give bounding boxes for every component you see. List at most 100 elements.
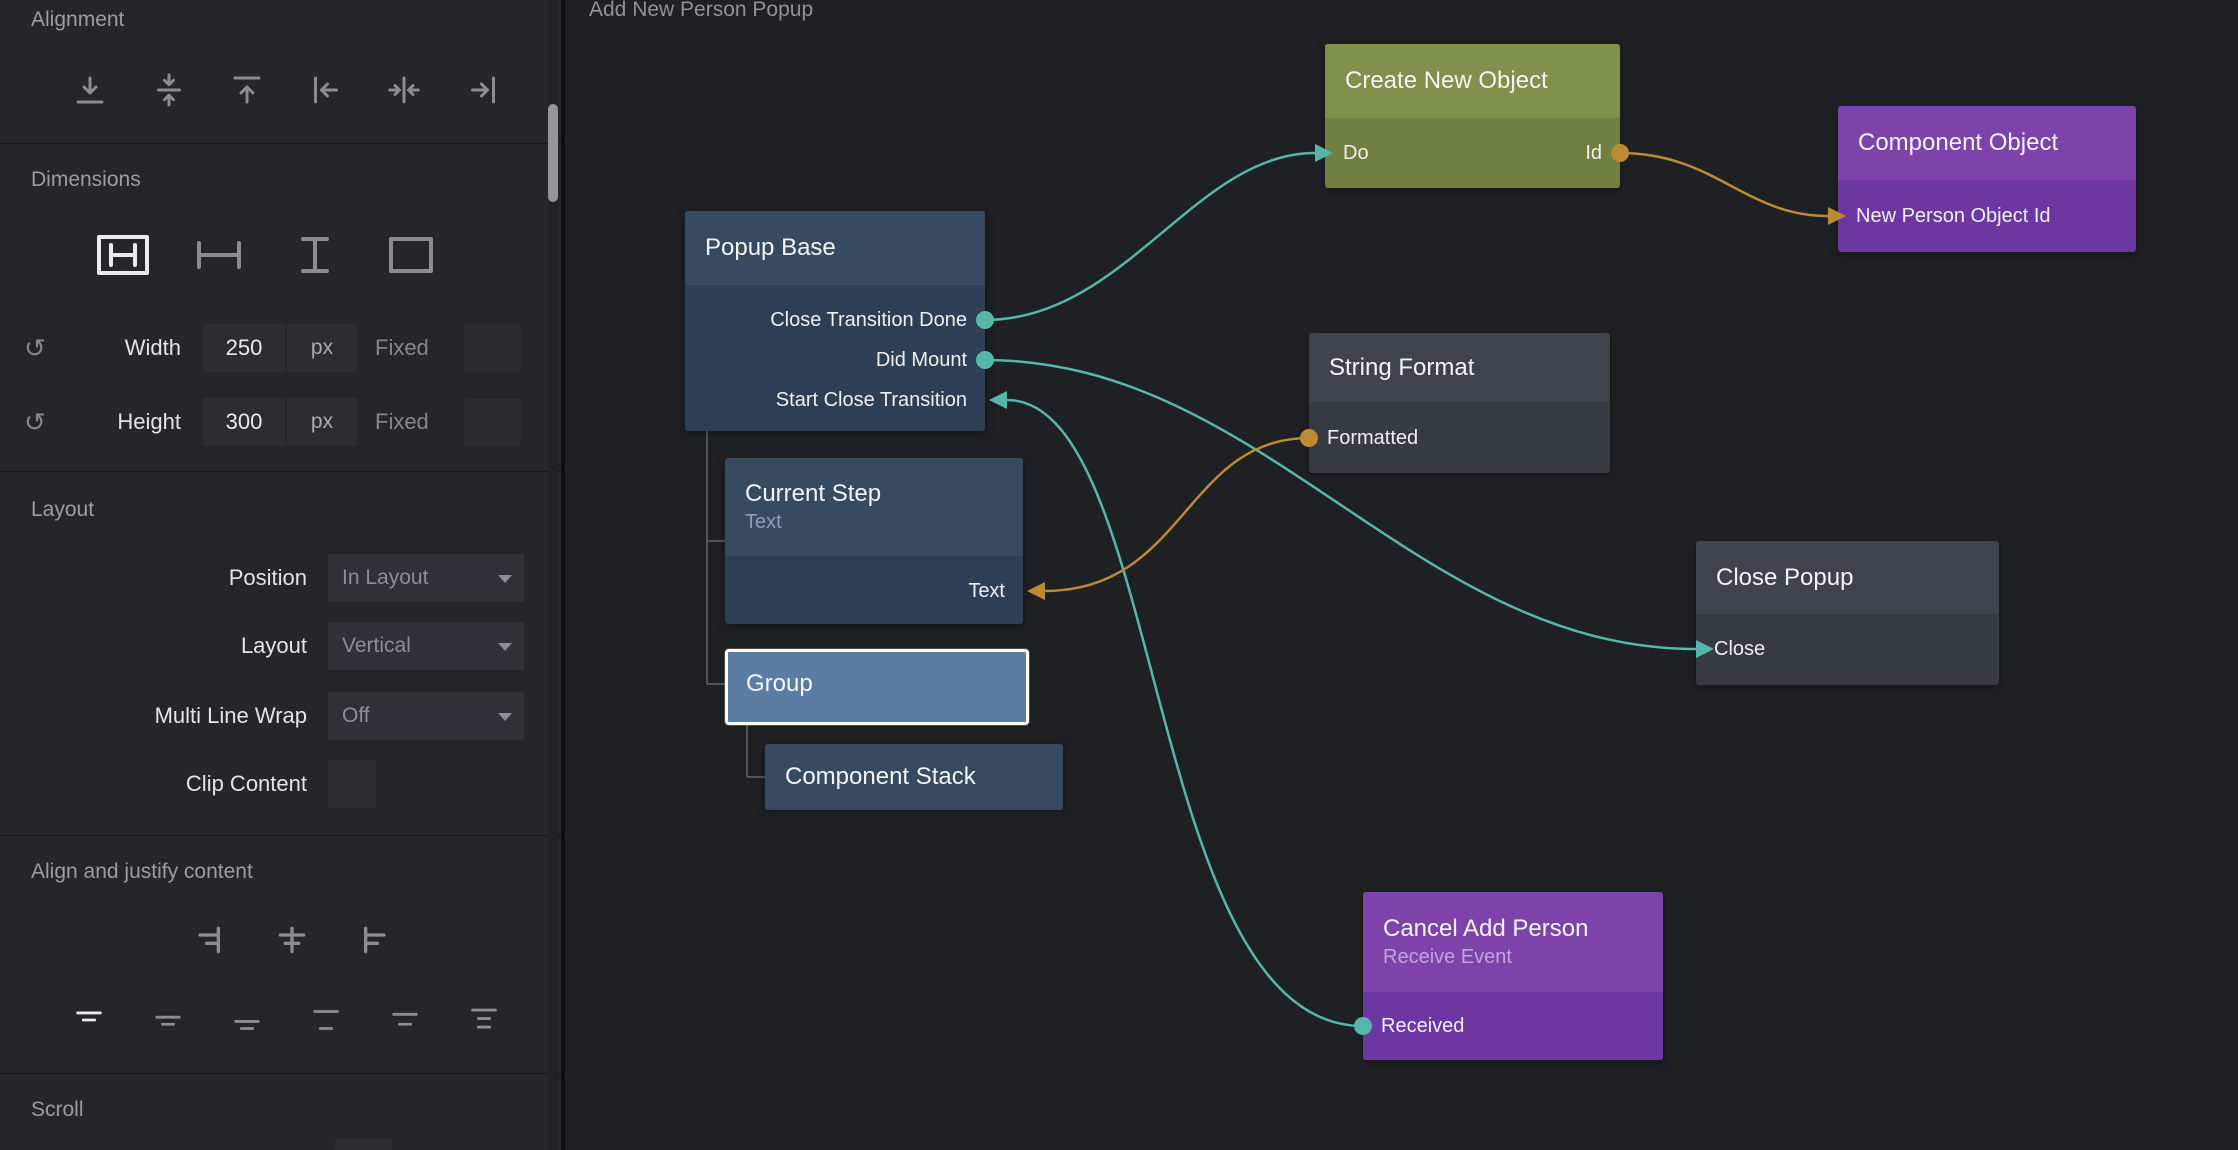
align-content-start-icon[interactable]: [72, 1003, 106, 1037]
align-content-end-icon[interactable]: [230, 1003, 264, 1037]
clip-content-label: Clip Content: [185, 771, 307, 796]
reset-height-icon[interactable]: ↺: [24, 407, 46, 437]
align-top-icon[interactable]: [229, 72, 265, 108]
wire-received-to-start-close-transition: [1006, 398, 1364, 1028]
reset-width-icon[interactable]: ↺: [24, 333, 46, 363]
scroll-enabled-checkbox[interactable]: [335, 1139, 392, 1150]
section-title-layout: Layout: [31, 498, 95, 521]
height-extra-box[interactable]: [464, 398, 521, 446]
clip-content-row: Clip Content: [0, 760, 547, 808]
size-mode-width-icon[interactable]: [188, 231, 250, 279]
align-content-center-icon[interactable]: [151, 1003, 185, 1037]
port-received[interactable]: Received: [1381, 1015, 1465, 1037]
port-text[interactable]: Text: [968, 580, 1005, 602]
divider: [0, 1073, 561, 1074]
height-row: ↺ Height 300 px Fixed: [0, 398, 547, 446]
justify-end-icon[interactable]: [190, 920, 230, 960]
node-component-stack[interactable]: Component Stack: [765, 744, 1063, 810]
clip-content-checkbox[interactable]: [328, 760, 376, 808]
multi-line-wrap-value: Off: [342, 704, 370, 727]
width-unit-select[interactable]: px: [287, 324, 357, 372]
node-graph-canvas[interactable]: Add New Person Popup Create New Object D…: [565, 0, 2238, 1150]
node-title: Cancel Add Person Receive Event: [1363, 892, 1663, 992]
height-mode-select[interactable]: Fixed: [375, 409, 429, 434]
port-close-transition-done[interactable]: Close Transition Done: [770, 309, 967, 331]
node-title: String Format: [1309, 333, 1610, 402]
size-mode-explicit-icon[interactable]: [92, 231, 154, 279]
port-start-close-transition[interactable]: Start Close Transition: [775, 389, 967, 411]
multi-line-wrap-row: Multi Line Wrap Off: [0, 692, 547, 740]
justify-icon-row: [0, 916, 547, 964]
size-mode-height-icon[interactable]: [284, 231, 346, 279]
width-input[interactable]: 250: [203, 324, 285, 372]
node-title: Current Step Text: [725, 458, 1023, 556]
width-mode-select[interactable]: Fixed: [375, 335, 429, 360]
justify-start-icon[interactable]: [354, 920, 394, 960]
section-title-dimensions: Dimensions: [31, 168, 141, 191]
node-title: Component Stack: [785, 763, 976, 790]
layout-label: Layout: [240, 633, 307, 658]
align-content-space-between-icon[interactable]: [309, 1003, 343, 1037]
layout-select[interactable]: Vertical: [328, 622, 524, 670]
section-title-scroll: Scroll: [31, 1098, 84, 1121]
node-title: Component Object: [1838, 106, 2136, 180]
node-component-object[interactable]: Component Object New Person Object Id: [1838, 106, 2136, 252]
align-horizontal-center-icon[interactable]: [386, 72, 422, 108]
align-right-icon[interactable]: [465, 72, 501, 108]
position-label: Position: [228, 565, 307, 590]
node-subtitle: Text: [745, 511, 782, 533]
node-title: Close Popup: [1696, 541, 1999, 614]
size-mode-content-icon[interactable]: [380, 231, 442, 279]
node-popup-base[interactable]: Popup Base Close Transition Done Did Mou…: [685, 211, 985, 431]
wire-formatted-to-text: [1044, 436, 1310, 593]
wire-close-transition-done-to-do: [984, 151, 1316, 322]
position-select[interactable]: In Layout: [328, 554, 524, 602]
port-row: Do Id: [1325, 133, 1620, 173]
layout-row: Layout Vertical: [0, 622, 547, 670]
sidebar-scrollbar-thumb[interactable]: [548, 104, 558, 202]
align-content-stretch-icon[interactable]: [467, 1003, 501, 1037]
component-breadcrumb: Add New Person Popup: [589, 0, 814, 21]
divider: [0, 835, 561, 836]
port-new-person-object-id[interactable]: New Person Object Id: [1856, 205, 2051, 227]
alignment-icon-row: [0, 62, 547, 118]
properties-panel: Alignment Dimensions ↺ Width 250 px Fixe…: [0, 0, 565, 1150]
width-label: Width: [124, 335, 181, 360]
node-current-step[interactable]: Current Step Text Text: [725, 458, 1023, 624]
wire-arrow-start-close-transition: [989, 391, 1007, 409]
wire-arrow-text: [1027, 582, 1045, 600]
port-id[interactable]: Id: [1585, 142, 1602, 164]
chevron-down-icon: [498, 575, 512, 583]
section-title-align-justify: Align and justify content: [31, 860, 253, 883]
multi-line-wrap-select[interactable]: Off: [328, 692, 524, 740]
divider: [0, 143, 561, 144]
node-string-format[interactable]: String Format Formatted: [1309, 333, 1610, 473]
port-close[interactable]: Close: [1714, 638, 1766, 660]
port-do[interactable]: Do: [1343, 142, 1369, 164]
align-left-icon[interactable]: [308, 72, 344, 108]
height-label: Height: [117, 409, 181, 434]
align-bottom-icon[interactable]: [72, 72, 108, 108]
divider: [0, 471, 561, 472]
node-close-popup[interactable]: Close Popup Close: [1696, 541, 1999, 685]
position-value: In Layout: [342, 566, 429, 589]
chevron-down-icon: [498, 643, 512, 651]
height-input[interactable]: 300: [203, 398, 285, 446]
section-title-alignment: Alignment: [31, 8, 125, 31]
align-content-space-around-icon[interactable]: [388, 1003, 422, 1037]
wire-id-to-new-person-object-id: [1619, 151, 1829, 218]
width-extra-box[interactable]: [464, 324, 521, 372]
sidebar-scrollbar-track[interactable]: [548, 0, 558, 1150]
height-unit-select[interactable]: px: [287, 398, 357, 446]
node-create-new-object[interactable]: Create New Object Do Id: [1325, 44, 1620, 188]
position-row: Position In Layout: [0, 554, 547, 602]
size-mode-row: [0, 228, 547, 282]
chevron-down-icon: [498, 713, 512, 721]
port-formatted[interactable]: Formatted: [1327, 427, 1419, 449]
align-vertical-center-icon[interactable]: [151, 72, 187, 108]
port-did-mount[interactable]: Did Mount: [875, 349, 967, 371]
node-cancel-add-person[interactable]: Cancel Add Person Receive Event Received: [1363, 892, 1663, 1060]
width-row: ↺ Width 250 px Fixed: [0, 324, 547, 372]
node-group[interactable]: Group: [725, 649, 1029, 725]
justify-center-icon[interactable]: [272, 920, 312, 960]
